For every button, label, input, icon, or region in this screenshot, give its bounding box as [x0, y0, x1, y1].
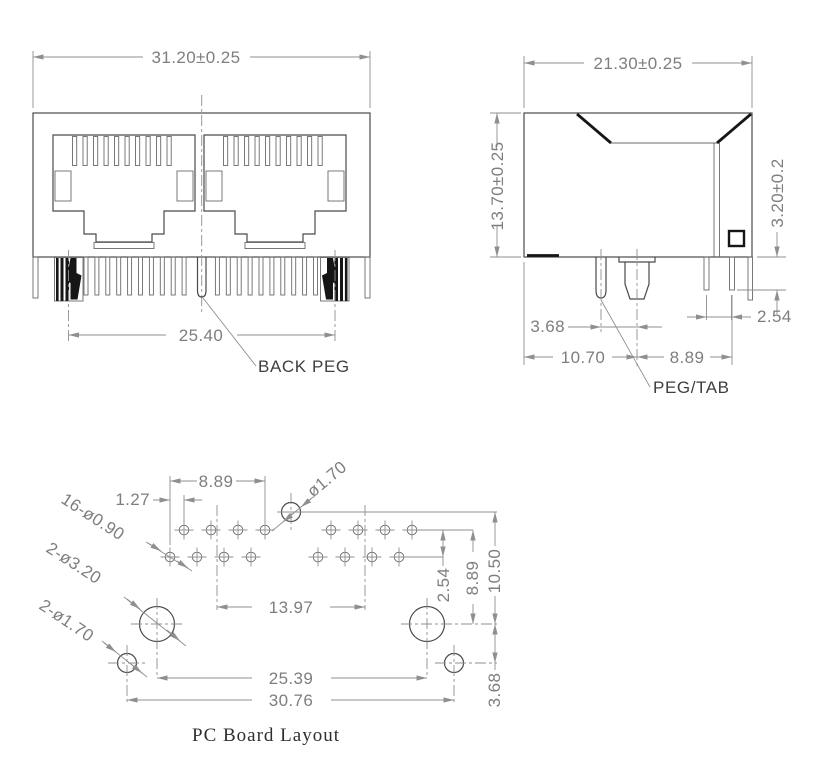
pcb-stagger-dimension: 1.27 — [115, 490, 202, 522]
side-view-body — [523, 112, 753, 368]
back-peg — [196, 257, 207, 298]
pcb-post-to-small-dim-text: 3.68 — [485, 673, 504, 708]
side-pin-pitch-dimension: 2.54 — [687, 295, 792, 326]
pcb-row-to-post-dimension: 8.89 — [463, 530, 482, 624]
chamfer-left — [576, 112, 612, 145]
pcb-layout-view: 8.89 1.27 ø1.70 16-ø0.90 2-ø — [36, 457, 504, 746]
pcb-post-to-small-dimension: 3.68 — [485, 624, 504, 707]
side-pin-protrusion-dimension: 3.20±0.2 — [737, 158, 787, 314]
side-bottom-dimensions: 10.70 8.89 — [523, 262, 733, 367]
pcb-post-span-dimension: 25.39 — [157, 669, 427, 688]
side-pin-2 — [729, 256, 735, 291]
pcb-row-pitch-dim-text: 2.54 — [434, 568, 453, 603]
side-depth-dim-text: 21.30±0.25 — [594, 54, 683, 73]
pcb-port-centerlines — [216, 505, 366, 610]
pcb-stagger-dim-text: 1.27 — [115, 490, 150, 509]
back-peg-label: BACK PEG — [258, 357, 350, 376]
side-pin-pitch-dim-text: 2.54 — [757, 307, 792, 326]
chamfer-right — [716, 112, 752, 145]
pcb-post-holes — [131, 598, 497, 678]
rj45-port-right — [203, 134, 347, 250]
front-width-dimension: 31.20±0.25 — [32, 48, 371, 108]
panel-stop-square — [727, 229, 746, 248]
pcb-post-span-dim-text: 25.39 — [269, 669, 314, 688]
front-view: 31.20±0.25 25.40 BACK PEG — [32, 48, 371, 376]
pcb-small-span-dimension: 30.76 — [127, 691, 454, 710]
side-pin-1 — [703, 256, 710, 291]
pcb-back-peg-hole-dia-text: ø1.70 — [303, 457, 350, 501]
front-peg-span-dimension: 25.40 — [68, 250, 336, 345]
pcb-port-pitch-dimension: 13.97 — [217, 598, 365, 617]
side-front-to-post-dim-text: 10.70 — [561, 348, 606, 367]
rj45-port-left — [52, 134, 196, 250]
side-height-dim-text: 13.70±0.25 — [488, 142, 507, 231]
pcb-peg-to-post-dimension: 10.50 — [485, 512, 504, 624]
pcb-pin-span-dimension: 8.89 — [169, 472, 266, 545]
front-width-dim-text: 31.20±0.25 — [152, 48, 241, 67]
side-shell-tab — [747, 256, 753, 301]
side-pin-protrusion-dim-text: 3.20±0.2 — [768, 158, 787, 227]
pcb-post-holes-spec-text: 2-ø3.20 — [43, 538, 105, 587]
pcb-small-span-dim-text: 30.76 — [269, 691, 314, 710]
shell-tab-left — [32, 256, 39, 299]
side-depth-dimension: 21.30±0.25 — [523, 54, 753, 108]
back-peg-callout: BACK PEG — [202, 297, 350, 376]
peg-tab-label: PEG/TAB — [653, 378, 730, 397]
side-pin-field-dim-text: 8.89 — [670, 348, 705, 367]
pcb-small-holes — [108, 645, 497, 703]
side-peg-offset-dim-text: 3.68 — [530, 317, 565, 336]
pcb-small-holes-spec-text: 2-ø1.70 — [36, 596, 98, 646]
pcb-back-peg-hole — [277, 493, 497, 532]
side-height-dimension: 13.70±0.25 — [488, 112, 521, 258]
pcb-caption: PC Board Layout — [192, 725, 340, 746]
pcb-row-to-post-dim-text: 8.89 — [463, 561, 482, 596]
pcb-port-pitch-dim-text: 13.97 — [269, 598, 314, 617]
front-peg-span-dim-text: 25.40 — [179, 326, 224, 345]
peg-tab-callout: PEG/TAB — [600, 299, 730, 397]
post-flange — [618, 257, 656, 263]
pcb-pin-span-dim-text: 8.89 — [199, 472, 234, 491]
pcb-back-peg-hole-callout: ø1.70 — [271, 457, 350, 532]
side-view: 21.30±0.25 13.70±0.25 3.20±0.2 3.68 — [488, 54, 792, 397]
side-peg-offset-dimension: 3.68 — [530, 317, 662, 336]
pcb-small-holes-callout: 2-ø1.70 — [36, 596, 148, 678]
pcb-row-pitch-dimension: 2.54 — [434, 530, 453, 602]
front-pins — [83, 256, 318, 296]
front-view-body — [32, 95, 371, 312]
pcb-peg-to-post-dim-text: 10.50 — [485, 549, 504, 594]
shell-tab-right — [364, 256, 371, 299]
